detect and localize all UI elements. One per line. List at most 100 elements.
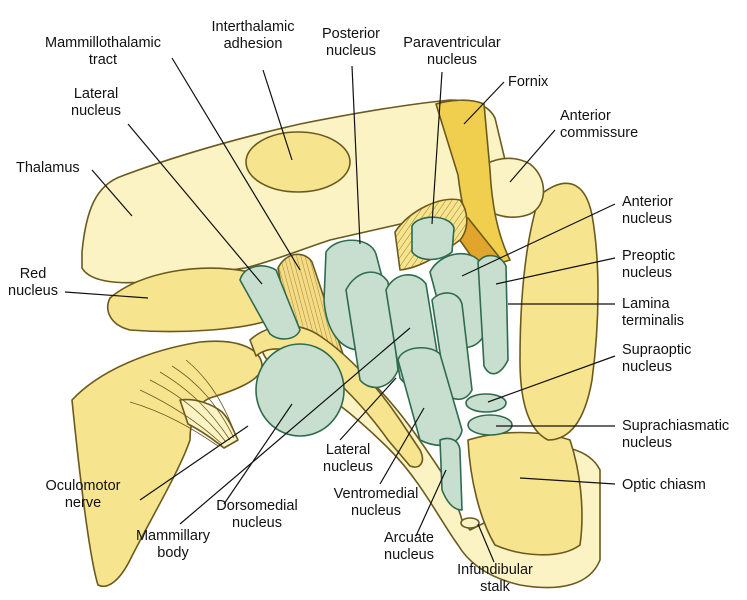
label-line: nerve bbox=[65, 495, 101, 511]
label-line: Lateral bbox=[74, 86, 118, 102]
supraoptic-nucleus-shape bbox=[465, 393, 507, 413]
arcuate-nucleus-shape bbox=[439, 437, 463, 511]
label-line: body bbox=[157, 545, 189, 561]
label-line: nucleus bbox=[351, 503, 401, 519]
label-line: Oculomotor bbox=[46, 478, 121, 494]
label-line: terminalis bbox=[622, 313, 684, 329]
label-line: nucleus bbox=[384, 547, 434, 563]
leader-lines bbox=[64, 57, 616, 563]
label-line: Dorsomedial bbox=[216, 498, 297, 514]
label-fornix: Fornix bbox=[508, 74, 549, 90]
label-line: nucleus bbox=[71, 103, 121, 119]
leader-ventromedial-nucleus bbox=[379, 407, 425, 485]
label-line: Interthalamic bbox=[211, 19, 294, 35]
leader-optic-chiasm bbox=[519, 477, 616, 485]
leader-fornix bbox=[463, 81, 505, 125]
label-line: nucleus bbox=[427, 52, 477, 68]
leader-dorsomedial-nucleus bbox=[223, 403, 293, 505]
suprachiasmatic-nucleus-shape bbox=[467, 414, 513, 436]
label-line: nucleus bbox=[323, 459, 373, 475]
label-line: Mammillary bbox=[136, 528, 211, 544]
label-line: Preoptic bbox=[622, 248, 675, 264]
anatomy bbox=[71, 99, 601, 589]
leader-anterior-nucleus bbox=[461, 203, 616, 277]
label-line: commissure bbox=[560, 125, 638, 141]
label-line: Infundibular bbox=[457, 562, 533, 578]
leader-mammillothalamic-tract bbox=[171, 57, 301, 271]
label-line: nucleus bbox=[232, 515, 282, 531]
ventromedial-nucleus-shape bbox=[397, 347, 463, 446]
leader-supraoptic-nucleus bbox=[487, 355, 616, 403]
infundibular-stalk-shape bbox=[460, 517, 480, 529]
label-optic-chiasm: Optic chiasm bbox=[622, 477, 706, 493]
label-line: Optic chiasm bbox=[622, 477, 706, 493]
label-line: Lamina bbox=[622, 296, 670, 312]
lateral-nucleus-top-shape bbox=[239, 265, 301, 340]
leader-thalamus bbox=[91, 169, 133, 217]
leader-anterior-commissure bbox=[509, 129, 556, 183]
label-line: Ventromedial bbox=[334, 486, 419, 502]
label-line: stalk bbox=[480, 579, 511, 595]
label-line: Mammillothalamic bbox=[45, 35, 161, 51]
leader-oculomotor-nerve bbox=[139, 425, 249, 501]
label-line: Anterior bbox=[622, 194, 673, 210]
label-line: nucleus bbox=[8, 283, 58, 299]
label-line: Supraoptic bbox=[622, 342, 691, 358]
label-line: Anterior bbox=[560, 108, 611, 124]
leader-red-nucleus bbox=[64, 291, 149, 299]
leader-mammillary-body bbox=[179, 327, 411, 525]
label-thalamus: Thalamus bbox=[16, 160, 80, 176]
label-line: nucleus bbox=[326, 43, 376, 59]
label-line: tract bbox=[89, 52, 117, 68]
label-line: Paraventricular bbox=[403, 35, 501, 51]
nerve-fibers bbox=[129, 359, 237, 447]
paraventricular-nucleus-shape bbox=[411, 216, 455, 261]
leader-paraventricular-nucleus bbox=[431, 71, 443, 225]
label-line: nucleus bbox=[622, 359, 672, 375]
preoptic-nucleus-shape bbox=[477, 254, 509, 375]
lamina-terminalis-shape bbox=[519, 182, 599, 441]
leader-interthalamic-adhesion bbox=[262, 69, 293, 161]
label-line: Lateral bbox=[326, 442, 370, 458]
label-line: Thalamus bbox=[16, 160, 80, 176]
mammillary-body-shape bbox=[255, 343, 345, 437]
leader-posterior-nucleus bbox=[351, 65, 361, 245]
label-line: Fornix bbox=[508, 74, 549, 90]
label-line: nucleus bbox=[622, 265, 672, 281]
leader-arcuate-nucleus bbox=[415, 469, 447, 537]
leader-lateral-nucleus-top bbox=[127, 123, 263, 285]
leader-lateral-nucleus-bottom bbox=[339, 377, 397, 441]
label-line: Arcuate bbox=[384, 530, 434, 546]
label-line: nucleus bbox=[622, 435, 672, 451]
label-line: adhesion bbox=[224, 36, 283, 52]
leader-infundibular-stalk bbox=[477, 523, 495, 563]
label-line: Posterior bbox=[322, 26, 380, 42]
leader-preoptic-nucleus bbox=[495, 257, 616, 285]
label-line: Red bbox=[20, 266, 47, 282]
label-line: Suprachiasmatic bbox=[622, 418, 729, 434]
interthalamic-adhesion-shape bbox=[245, 131, 351, 193]
nuclei bbox=[239, 216, 513, 529]
label-line: nucleus bbox=[622, 211, 672, 227]
